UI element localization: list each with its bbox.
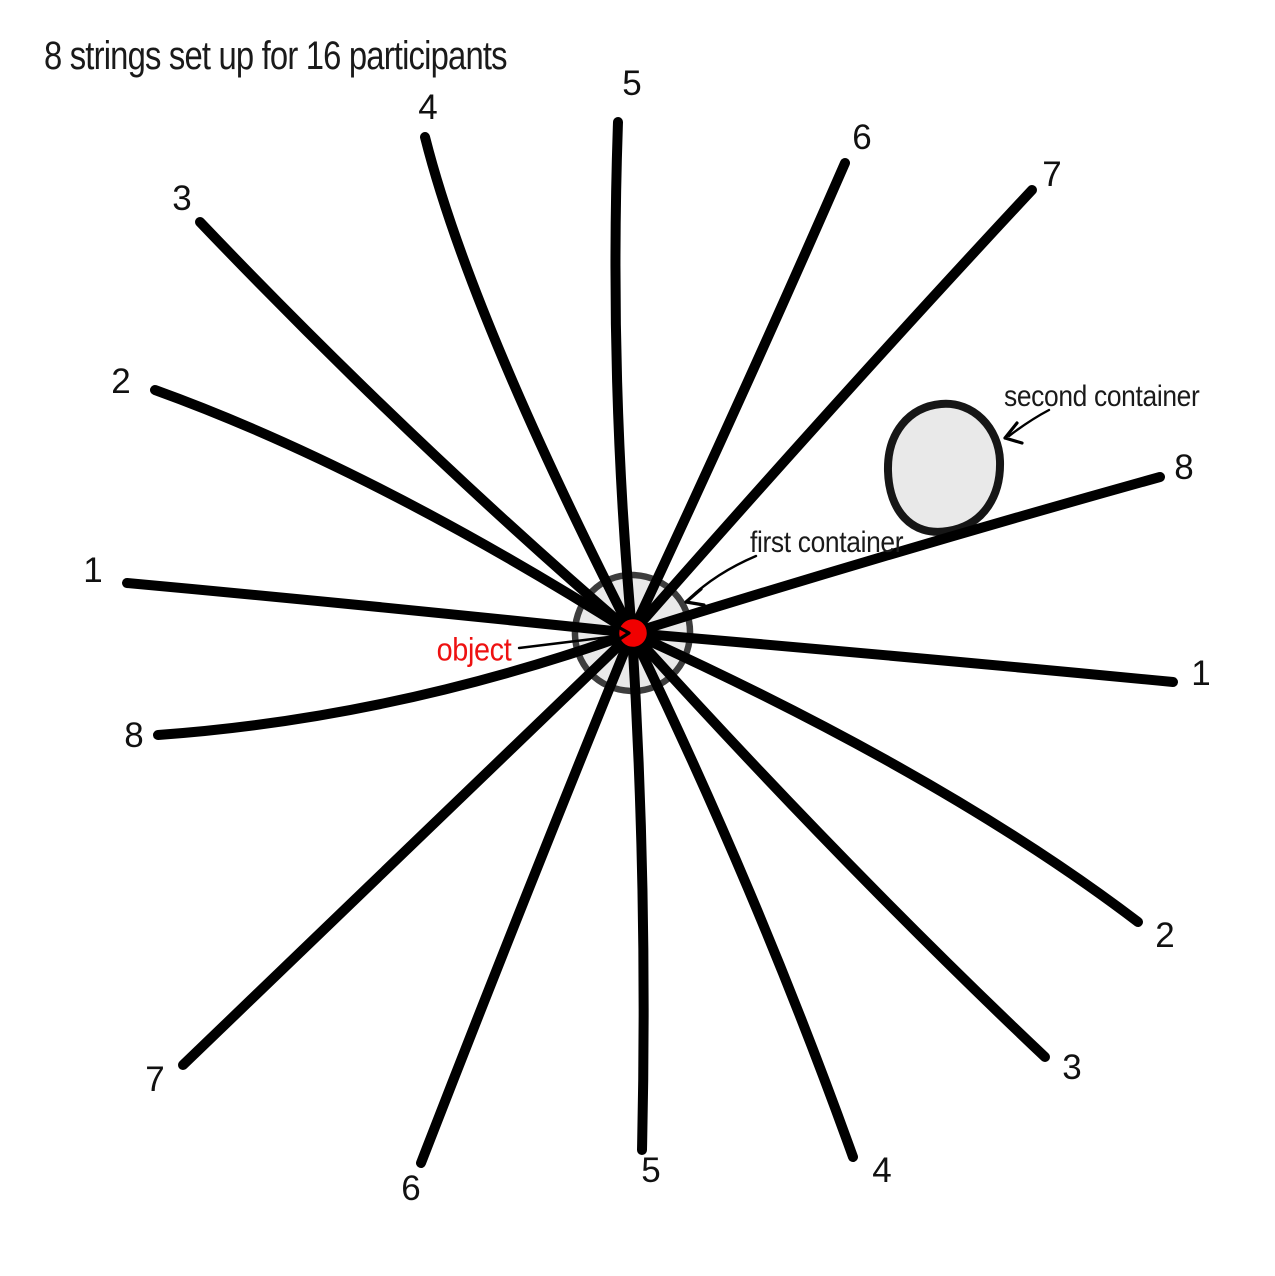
string-7-bottom-left — [178, 628, 637, 1070]
string-end-label-1-right: 1 — [1191, 654, 1211, 693]
string-1-right — [627, 628, 1178, 687]
second-container-shape — [883, 399, 1005, 536]
string-end-label-4-top: 4 — [418, 88, 438, 127]
strings-group — [122, 117, 1178, 1168]
string-5-top — [610, 117, 637, 638]
string-end-label-7-bottomleft: 7 — [145, 1060, 165, 1099]
string-7-top-right — [627, 185, 1037, 638]
string-end-label-7-topright: 7 — [1042, 155, 1062, 194]
string-8-left — [153, 628, 637, 740]
second-container-arrowhead-icon — [1003, 421, 1024, 445]
diagram-title: 8 strings set up for 16 participants — [44, 34, 508, 78]
string-end-label-8-left: 8 — [124, 716, 144, 755]
string-6-bottom — [416, 628, 637, 1168]
string-end-label-6-top: 6 — [852, 118, 872, 157]
first-container-label: first container — [750, 526, 904, 559]
string-end-label-2-right: 2 — [1155, 916, 1175, 955]
string-end-label-5-top: 5 — [622, 64, 642, 103]
string-end-label-3-bottomright: 3 — [1062, 1048, 1082, 1087]
string-8-right — [627, 472, 1165, 638]
string-6-top — [627, 158, 850, 638]
string-end-label-5-bottom: 5 — [641, 1151, 661, 1190]
object-pointer-line — [517, 635, 611, 650]
first-container-arrowhead-icon — [684, 587, 706, 607]
string-end-label-6-bottom: 6 — [401, 1169, 421, 1208]
string-4-bottom — [627, 628, 858, 1162]
string-end-label-8-right: 8 — [1174, 448, 1194, 487]
string-3-bottom-right — [627, 628, 1050, 1062]
second-container-pointer-line — [1007, 408, 1051, 438]
string-end-label-2-left: 2 — [111, 362, 131, 401]
string-end-label-4-bottom: 4 — [872, 1151, 892, 1190]
object-dot — [616, 616, 650, 650]
string-5-bottom — [627, 628, 649, 1155]
string-end-label-1-left: 1 — [83, 551, 103, 590]
string-1-left — [122, 578, 637, 638]
object-pointer-arrowhead-icon — [609, 621, 631, 646]
string-end-label-3-topleft: 3 — [172, 179, 192, 218]
object-label: object — [436, 631, 512, 668]
string-2-right — [627, 628, 1143, 927]
string-3-top-left — [195, 217, 637, 638]
string-4-top — [420, 132, 637, 638]
string-2-left — [150, 385, 637, 638]
second-container-label: second container — [1004, 380, 1200, 413]
